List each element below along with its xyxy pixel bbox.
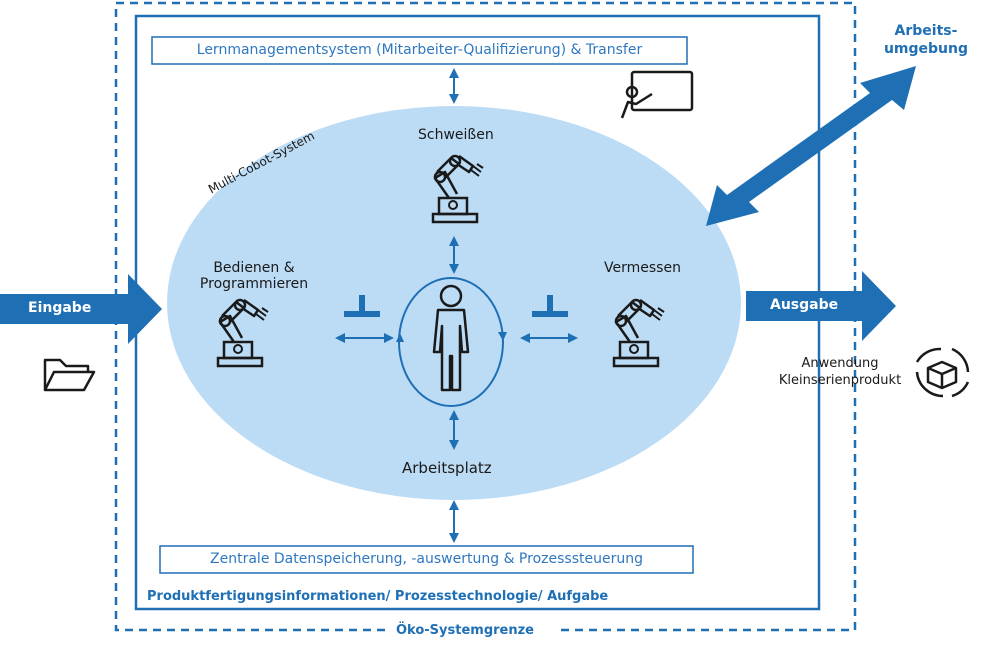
outer-boundary-label: Öko-Systemgrenze xyxy=(396,623,534,638)
presentation-icon xyxy=(620,70,694,119)
multi-cobot-ellipse xyxy=(167,106,741,500)
application-line1: Anwendung xyxy=(801,356,879,371)
station-programming-line1: Bedienen & xyxy=(213,260,295,276)
station-programming-label: Bedienen & Programmieren xyxy=(199,260,309,292)
product-cycle-icon xyxy=(915,347,970,398)
output-arrow xyxy=(746,271,896,341)
station-measuring-label: Vermessen xyxy=(604,260,681,276)
inner-boundary-label: Produktfertigungsinformationen/ Prozesst… xyxy=(147,589,609,604)
folder-icon xyxy=(43,358,96,392)
worker-icon xyxy=(432,284,470,392)
output-label: Ausgabe xyxy=(770,297,839,313)
eco-system-boundary xyxy=(114,1,857,632)
station-welding-label: Schweißen xyxy=(418,127,494,143)
input-arrow xyxy=(0,274,162,344)
environment-line1: Arbeits- xyxy=(894,23,958,39)
station-programming-line2: Programmieren xyxy=(199,276,309,292)
application-line2: Kleinserienprodukt xyxy=(778,373,902,388)
data-storage-text: Zentrale Datenspeicherung, -auswertung &… xyxy=(210,551,643,567)
data-storage-box xyxy=(159,545,694,574)
environment-label: Arbeits- umgebung xyxy=(880,22,972,58)
application-label: Anwendung Kleinserienprodukt xyxy=(770,355,910,389)
environment-line2: umgebung xyxy=(883,41,969,57)
workplace-label: Arbeitsplatz xyxy=(402,459,492,477)
input-label: Eingabe xyxy=(28,300,92,316)
learning-management-text: Lernmanagementsystem (Mitarbeiter-Qualif… xyxy=(196,42,643,58)
learning-management-box xyxy=(151,36,688,65)
environment-arrow xyxy=(706,66,916,226)
